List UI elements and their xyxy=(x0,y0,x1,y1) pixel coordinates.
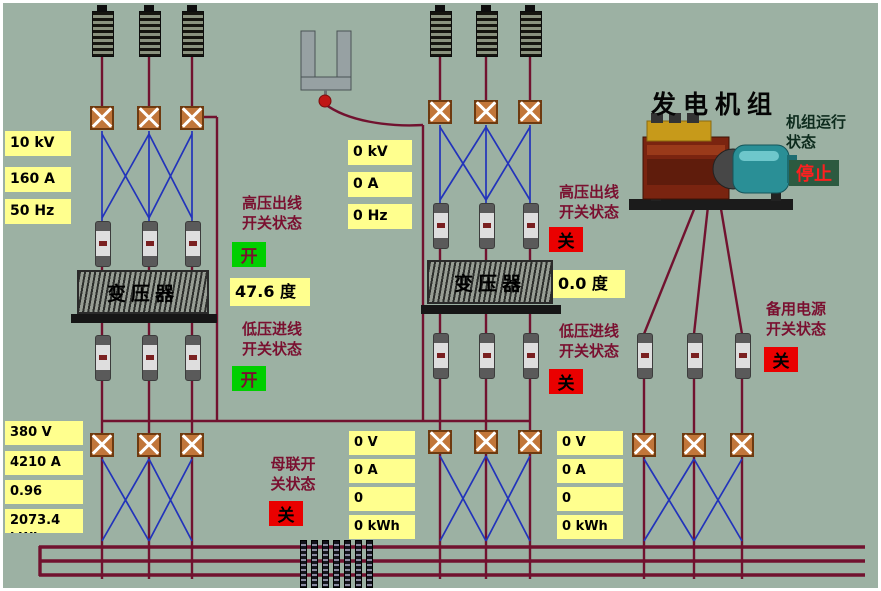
capacitor-cell-icon xyxy=(355,540,362,588)
meter-right-pf: 0 xyxy=(557,487,623,511)
power-factor-readout: 0.96 xyxy=(5,480,83,504)
feeder-breaker-icon[interactable] xyxy=(430,5,452,57)
capacitor-cell-icon xyxy=(311,540,318,588)
feeder-breaker-icon[interactable] xyxy=(139,5,161,57)
transformer-2[interactable]: 变压器 xyxy=(427,260,553,304)
disconnect-switch-icon[interactable] xyxy=(185,221,201,267)
capacitor-cell-icon xyxy=(333,540,340,588)
disconnect-switch-icon[interactable] xyxy=(142,335,158,381)
diesel-generator-icon[interactable] xyxy=(621,107,811,215)
isolator-icon[interactable] xyxy=(632,433,656,457)
meter-left-voltage: 0 V xyxy=(349,431,415,455)
feeder-breaker-icon[interactable] xyxy=(476,5,498,57)
energy-readout: 2073.4 kWh xyxy=(5,509,83,533)
capacitor-cell-icon xyxy=(322,540,329,588)
hv-voltage-readout: 10 kV xyxy=(5,131,71,156)
isolator-icon[interactable] xyxy=(428,100,452,124)
meter-right-energy: 0 kWh xyxy=(557,515,623,539)
meter-left-energy: 0 kWh xyxy=(349,515,415,539)
isolator-icon[interactable] xyxy=(137,433,161,457)
lv-incoming-switch-status-mid: 关 xyxy=(549,369,583,394)
lv-incoming-switch-label-left: 低压进线 开关状态 xyxy=(241,320,302,358)
transformer-1-base xyxy=(71,314,217,323)
hv-outgoing-switch-status-mid: 关 xyxy=(549,227,583,252)
feeder-breaker-icon[interactable] xyxy=(92,5,114,57)
backup-power-switch-status: 关 xyxy=(764,347,798,372)
disconnect-switch-icon[interactable] xyxy=(523,203,539,249)
isolator-icon[interactable] xyxy=(180,106,204,130)
mid-hv-voltage-readout: 0 kV xyxy=(348,140,412,165)
meter-left-pf: 0 xyxy=(349,487,415,511)
isolator-icon[interactable] xyxy=(180,433,204,457)
meter-right-current: 0 A xyxy=(557,459,623,483)
disconnect-switch-icon[interactable] xyxy=(735,333,751,379)
isolator-icon[interactable] xyxy=(428,430,452,454)
unit-run-state-value: 停止 xyxy=(789,160,839,186)
bus-tie-switch-status: 关 xyxy=(269,501,303,526)
disconnect-switch-icon[interactable] xyxy=(479,203,495,249)
disconnect-switch-icon[interactable] xyxy=(185,335,201,381)
disconnect-switch-icon[interactable] xyxy=(433,333,449,379)
unit-run-state-label: 机组运行 状态 xyxy=(786,113,847,151)
feeder-breaker-icon[interactable] xyxy=(182,5,204,57)
lv-voltage-readout: 380 V xyxy=(5,421,83,445)
capacitor-cell-icon xyxy=(344,540,351,588)
lv-incoming-switch-status-left: 开 xyxy=(232,366,266,391)
hv-outgoing-switch-status-left: 开 xyxy=(232,242,266,267)
capacitor-cell-icon xyxy=(300,540,307,588)
meter-left-current: 0 A xyxy=(349,459,415,483)
transformer-1[interactable]: 变压器 xyxy=(77,270,209,314)
mid-hv-frequency-readout: 0 Hz xyxy=(348,204,412,229)
isolator-icon[interactable] xyxy=(682,433,706,457)
isolator-icon[interactable] xyxy=(730,433,754,457)
lv-current-readout: 4210 A xyxy=(5,451,83,475)
transformer-2-temp: 0.0 度 xyxy=(553,270,625,298)
backup-power-switch-label: 备用电源 开关状态 xyxy=(765,300,826,338)
disconnect-switch-icon[interactable] xyxy=(523,333,539,379)
isolator-icon[interactable] xyxy=(474,100,498,124)
disconnect-switch-icon[interactable] xyxy=(142,221,158,267)
disconnect-switch-icon[interactable] xyxy=(95,335,111,381)
isolator-icon[interactable] xyxy=(518,430,542,454)
transformer-1-temp: 47.6 度 xyxy=(230,278,310,306)
crane-hook-icon xyxy=(300,30,352,108)
disconnect-switch-icon[interactable] xyxy=(95,221,111,267)
disconnect-switch-icon[interactable] xyxy=(433,203,449,249)
isolator-icon[interactable] xyxy=(90,106,114,130)
isolator-icon[interactable] xyxy=(137,106,161,130)
transformer-2-base xyxy=(421,305,561,314)
hv-outgoing-switch-label-left: 高压出线 开关状态 xyxy=(241,194,302,232)
isolator-icon[interactable] xyxy=(90,433,114,457)
hv-outgoing-switch-label-mid: 高压出线 开关状态 xyxy=(558,183,619,221)
disconnect-switch-icon[interactable] xyxy=(479,333,495,379)
bus-tie-switch-label: 母联开 关状态 xyxy=(270,455,316,493)
isolator-icon[interactable] xyxy=(474,430,498,454)
meter-right-voltage: 0 V xyxy=(557,431,623,455)
mid-hv-current-readout: 0 A xyxy=(348,172,412,197)
wiring-diagram xyxy=(38,51,865,579)
capacitor-bank-icon[interactable] xyxy=(300,540,384,588)
hv-current-readout: 160 A xyxy=(5,167,71,192)
disconnect-switch-icon[interactable] xyxy=(687,333,703,379)
isolator-icon[interactable] xyxy=(518,100,542,124)
capacitor-cell-icon xyxy=(366,540,373,588)
hv-frequency-readout: 50 Hz xyxy=(5,199,71,224)
lv-incoming-switch-label-mid: 低压进线 开关状态 xyxy=(558,322,619,360)
feeder-breaker-icon[interactable] xyxy=(520,5,542,57)
disconnect-switch-icon[interactable] xyxy=(637,333,653,379)
generator-title: 发电机组 xyxy=(651,90,780,119)
